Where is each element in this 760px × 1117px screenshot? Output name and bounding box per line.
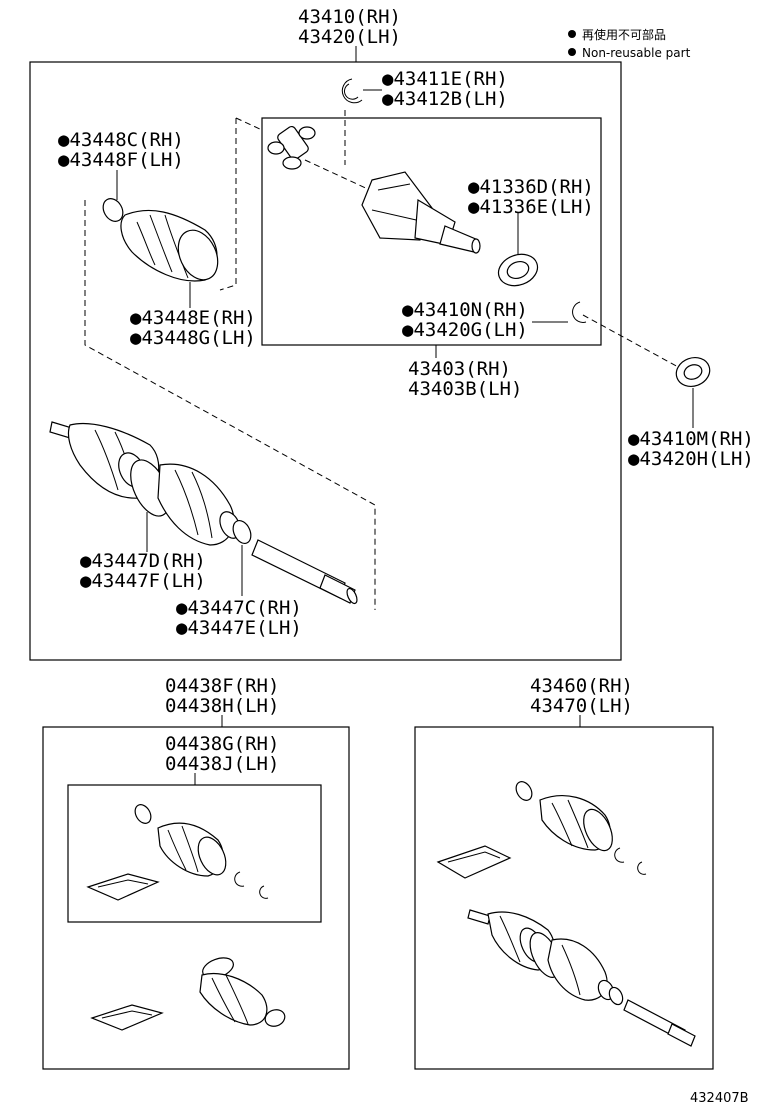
tripod-joint-icon[interactable] bbox=[267, 125, 316, 170]
snap-ring-inner-rh[interactable]: ●43410N(RH) bbox=[402, 299, 528, 321]
inner-joint-housing-icon[interactable] bbox=[361, 171, 481, 254]
kit-right-frame bbox=[414, 726, 714, 1070]
clamp-outer-rh[interactable]: ●43447C(RH) bbox=[176, 597, 302, 619]
assembly-guides bbox=[84, 110, 681, 610]
kit-left-frame bbox=[42, 726, 350, 1070]
boot-clamp-small-icon[interactable] bbox=[99, 195, 127, 225]
legend-dot bbox=[568, 48, 576, 56]
assembly-lh-label[interactable]: 43420(LH) bbox=[298, 26, 401, 48]
legend-en: Non-reusable part bbox=[582, 46, 691, 60]
inner-joint-frame bbox=[261, 117, 602, 346]
snap-ring-inner-lh[interactable]: ●43420G(LH) bbox=[402, 319, 528, 341]
kit-right-lh[interactable]: 43470(LH) bbox=[530, 695, 633, 717]
snap-ring-inner-icon[interactable] bbox=[572, 301, 587, 323]
kit-left-lh[interactable]: 04438H(LH) bbox=[165, 695, 279, 717]
boot-outer-lh[interactable]: ●43447F(LH) bbox=[80, 570, 206, 592]
clamp-outer-lh[interactable]: ●43447E(LH) bbox=[176, 617, 302, 639]
kit-right-parts-icon[interactable] bbox=[436, 779, 696, 1047]
clamp-top-left-rh[interactable]: ●43448C(RH) bbox=[58, 129, 184, 151]
clamp-boot-lh[interactable]: ●43448G(LH) bbox=[130, 327, 256, 349]
oil-seal-outer-lh[interactable]: ●43420H(LH) bbox=[628, 448, 754, 470]
boot-outer-rh[interactable]: ●43447D(RH) bbox=[80, 550, 206, 572]
clamp-top-left-lh[interactable]: ●43448F(LH) bbox=[58, 149, 184, 171]
kit-left-rh[interactable]: 04438F(RH) bbox=[165, 675, 279, 697]
kit-left-inner-parts-icon[interactable] bbox=[86, 802, 269, 901]
kit-left-inner-frame bbox=[67, 784, 322, 923]
snap-ring-top-rh[interactable]: ●43411E(RH) bbox=[382, 68, 508, 90]
snap-ring-top-lh[interactable]: ●43412B(LH) bbox=[382, 88, 508, 110]
oil-seal-inner-icon[interactable] bbox=[494, 249, 542, 291]
oil-seal-inner-lh[interactable]: ●41336E(LH) bbox=[468, 196, 594, 218]
assembly-rh-label[interactable]: 43410(RH) bbox=[298, 6, 401, 28]
clamp-boot-rh[interactable]: ●43448E(RH) bbox=[130, 307, 256, 329]
snap-ring-icon[interactable] bbox=[341, 78, 363, 104]
oil-seal-outer-icon[interactable] bbox=[672, 353, 714, 391]
oil-seal-outer-rh[interactable]: ●43410M(RH) bbox=[628, 428, 754, 450]
kit-left-inner-lh[interactable]: 04438J(LH) bbox=[165, 753, 279, 775]
oil-seal-inner-rh[interactable]: ●41336D(RH) bbox=[468, 176, 594, 198]
inner-joint-rh[interactable]: 43403(RH) bbox=[408, 358, 511, 380]
kit-left-outer-boot-icon[interactable] bbox=[90, 954, 287, 1031]
legend: 再使用不可部品 Non-reusable part bbox=[568, 27, 691, 60]
drive-shaft-icon[interactable] bbox=[49, 421, 359, 605]
inner-joint-lh[interactable]: 43403B(LH) bbox=[408, 378, 522, 400]
legend-jp: 再使用不可部品 bbox=[582, 27, 666, 42]
diagram-code: 432407B bbox=[690, 1091, 749, 1106]
kit-left-inner-rh[interactable]: 04438G(RH) bbox=[165, 733, 279, 755]
legend-dot bbox=[568, 30, 576, 38]
axis-line bbox=[304, 159, 371, 191]
inner-boot-icon[interactable] bbox=[120, 209, 225, 286]
main-assembly-frame bbox=[29, 61, 622, 661]
kit-right-rh[interactable]: 43460(RH) bbox=[530, 675, 633, 697]
